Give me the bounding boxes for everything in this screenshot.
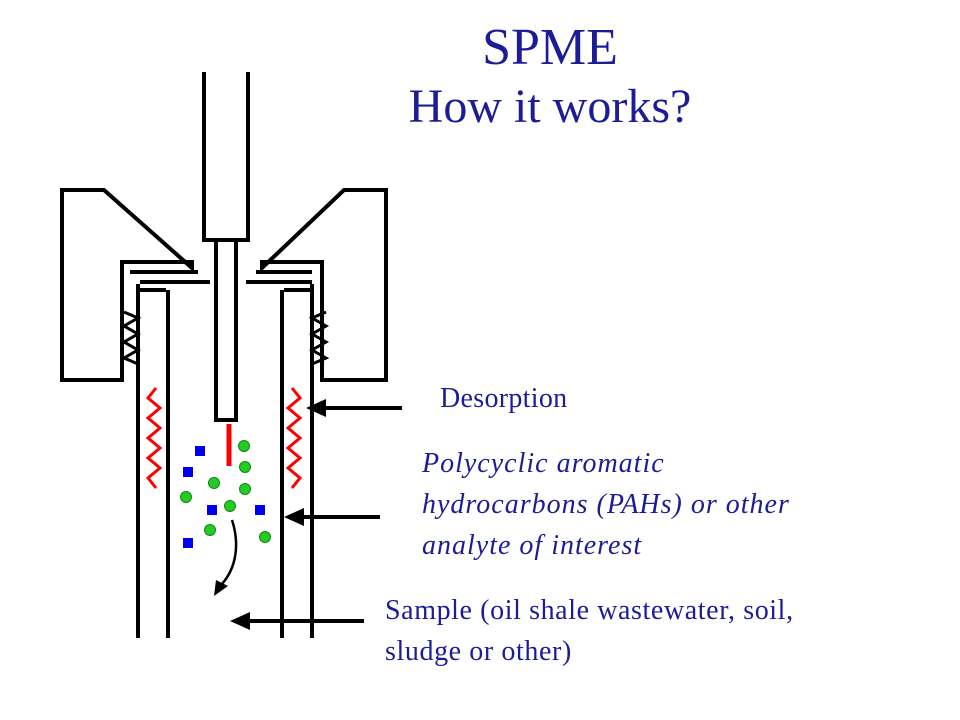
pah-label: Polycyclic aromatic hydrocarbons (PAHs) … xyxy=(422,443,902,566)
analyte-circle xyxy=(180,491,192,503)
analyte-square xyxy=(183,538,193,548)
analyte-circles xyxy=(180,440,271,543)
analyte-circle xyxy=(224,500,236,512)
cap-left xyxy=(60,188,194,382)
wall-coating-left xyxy=(145,387,163,489)
diagram-title: SPME xyxy=(482,19,618,76)
wall-coating-right xyxy=(285,387,303,489)
needle xyxy=(214,242,238,422)
analyte-circle xyxy=(238,440,250,452)
plunger-tube xyxy=(202,72,250,242)
sample-arrow-head xyxy=(230,612,250,630)
cap-right xyxy=(260,188,388,382)
analyte-square xyxy=(183,467,193,477)
analyte-circle xyxy=(239,461,251,473)
analyte-square xyxy=(195,446,205,456)
diagram-subtitle: How it works? xyxy=(408,80,692,133)
analyte-circle xyxy=(259,531,271,543)
thread-left xyxy=(120,310,142,366)
desorption-arrow-head xyxy=(306,399,326,417)
analyte-circle xyxy=(208,477,220,489)
pah-label-line: hydrocarbons (PAHs) or other xyxy=(422,489,790,520)
thread-right xyxy=(308,310,330,366)
pah-arrow-head xyxy=(284,508,304,526)
analyte-square xyxy=(207,505,217,515)
flow-arrow xyxy=(221,519,238,585)
sample-label-line: sludge or other) xyxy=(385,636,572,667)
analyte-squares xyxy=(183,446,265,548)
desorption-label: Desorption xyxy=(440,383,568,414)
analyte-circle xyxy=(204,524,216,536)
sample-label-line: Sample (oil shale wastewater, soil, xyxy=(385,595,794,626)
sample-label: Sample (oil shale wastewater, soil, slud… xyxy=(385,590,925,672)
pah-label-line: analyte of interest xyxy=(422,530,643,561)
analyte-circle xyxy=(239,483,251,495)
flow-arrow-head xyxy=(214,580,228,596)
analyte-square xyxy=(255,505,265,515)
pah-label-line: Polycyclic aromatic xyxy=(422,448,665,479)
